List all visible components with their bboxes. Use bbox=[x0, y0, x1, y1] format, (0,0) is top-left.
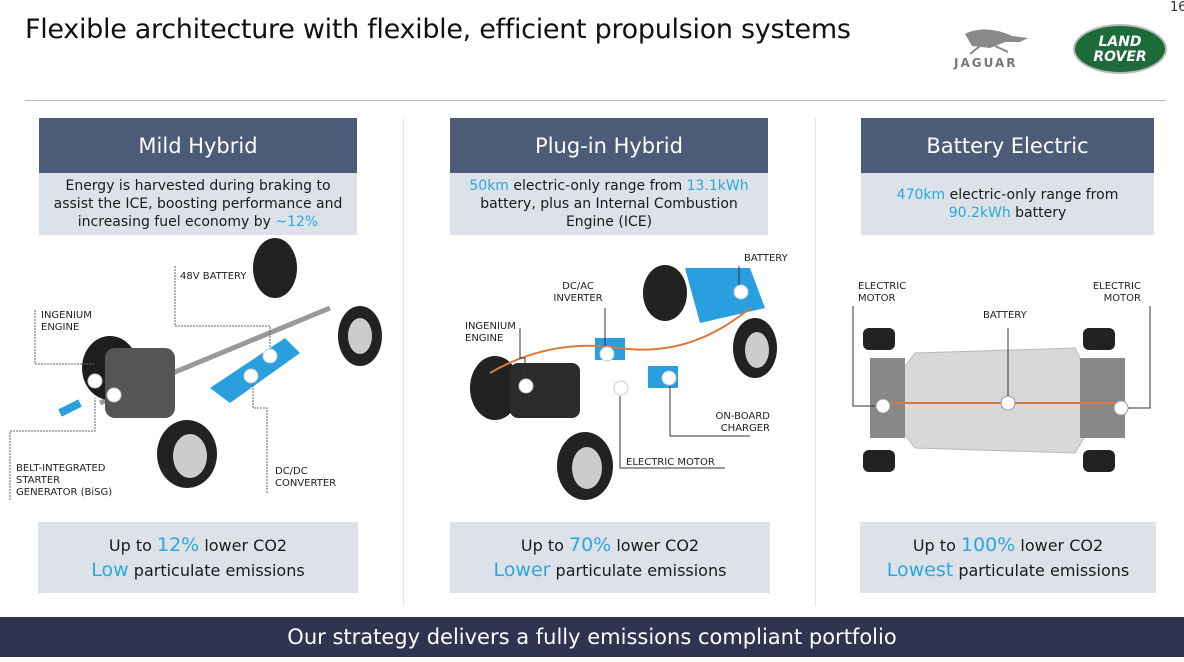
co2-value: 12% bbox=[157, 533, 200, 556]
prefix: Up to bbox=[108, 535, 157, 555]
battery-value: 13.1kWh bbox=[686, 178, 749, 194]
page-number: 16 bbox=[1170, 0, 1184, 15]
label-dcdc-converter: DC/DC CONVERTER bbox=[275, 466, 337, 489]
particulate-suffix: particulate emissions bbox=[953, 560, 1130, 580]
slide-title: Flexible architecture with flexible, eff… bbox=[25, 14, 851, 45]
co2-value: 70% bbox=[569, 533, 612, 556]
label-electric-motor-rear: ELECTRIC MOTOR bbox=[1092, 281, 1141, 304]
particulate-suffix: particulate emissions bbox=[128, 560, 305, 580]
land-rover-line2: ROVER bbox=[1093, 49, 1147, 65]
jaguar-logo: JAGUAR bbox=[950, 24, 1050, 72]
desc-highlight: ~12% bbox=[275, 214, 319, 230]
mild-hybrid-diagram: 48V BATTERY INGENIUM ENGINE BELT-INTEGRA… bbox=[0, 238, 395, 513]
mild-hybrid-description: Energy is harvested during braking to as… bbox=[39, 173, 357, 235]
co2-value: 100% bbox=[960, 533, 1016, 556]
battery-value: 90.2kWh bbox=[948, 205, 1011, 221]
desc-text: electric-only range from bbox=[945, 187, 1119, 203]
mild-hybrid-emissions: Up to 12% lower CO2 Low particulate emis… bbox=[38, 522, 358, 593]
footer-banner: Our strategy delivers a fully emissions … bbox=[0, 617, 1184, 657]
land-rover-logo: LAND ROVER bbox=[1073, 24, 1167, 74]
label-bisg: BELT-INTEGRATED STARTER GENERATOR (BiSG) bbox=[16, 463, 113, 498]
plug-in-hybrid-diagram: BATTERY DC/AC INVERTER INGENIUM ENGINE O… bbox=[450, 238, 790, 513]
mild-hybrid-heading: Mild Hybrid bbox=[39, 118, 357, 173]
battery-electric-description: 470km electric-only range from 90.2kWh b… bbox=[861, 173, 1154, 235]
label-onboard-charger: ON-BOARD CHARGER bbox=[715, 411, 770, 434]
prefix: Up to bbox=[912, 535, 961, 555]
battery-electric-diagram: ELECTRIC MOTOR BATTERY ELECTRIC MOTOR bbox=[845, 238, 1165, 513]
suffix: lower CO2 bbox=[611, 535, 700, 555]
label-dcac-inverter: DC/AC INVERTER bbox=[553, 281, 603, 304]
desc-text: electric-only range from bbox=[508, 178, 687, 194]
desc-text: battery bbox=[1010, 205, 1067, 221]
suffix: lower CO2 bbox=[199, 535, 288, 555]
column-divider bbox=[403, 118, 404, 606]
prefix: Up to bbox=[520, 535, 569, 555]
jaguar-wordmark: JAGUAR bbox=[954, 56, 1018, 70]
label-ingenium-engine: INGENIUM ENGINE bbox=[465, 321, 516, 344]
title-divider bbox=[25, 100, 1166, 101]
particulate-level: Low bbox=[91, 558, 129, 581]
particulate-suffix: particulate emissions bbox=[550, 560, 727, 580]
plug-in-hybrid-heading: Plug-in Hybrid bbox=[450, 118, 768, 173]
battery-electric-emissions: Up to 100% lower CO2 Lowest particulate … bbox=[860, 522, 1156, 593]
desc-text: Energy is harvested during braking to as… bbox=[53, 178, 343, 230]
label-electric-motor: ELECTRIC MOTOR bbox=[626, 457, 715, 468]
label-ingenium-engine: INGENIUM ENGINE bbox=[41, 310, 92, 333]
suffix: lower CO2 bbox=[1015, 535, 1104, 555]
particulate-level: Lower bbox=[493, 558, 551, 581]
plug-in-hybrid-emissions: Up to 70% lower CO2 Lower particulate em… bbox=[450, 522, 770, 593]
label-electric-motor-front: ELECTRIC MOTOR bbox=[858, 281, 907, 304]
plug-in-hybrid-description: 50km electric-only range from 13.1kWh ba… bbox=[450, 173, 768, 235]
label-48v-battery: 48V BATTERY bbox=[180, 271, 247, 282]
column-divider bbox=[815, 118, 816, 606]
desc-text: battery, plus an Internal Combustion Eng… bbox=[480, 196, 738, 230]
label-battery: BATTERY bbox=[983, 310, 1027, 321]
range-value: 50km bbox=[469, 178, 509, 194]
range-value: 470km bbox=[896, 187, 946, 203]
particulate-level: Lowest bbox=[886, 558, 954, 581]
battery-electric-heading: Battery Electric bbox=[861, 118, 1154, 173]
land-rover-line1: LAND bbox=[1098, 34, 1142, 50]
label-battery: BATTERY bbox=[744, 253, 788, 264]
